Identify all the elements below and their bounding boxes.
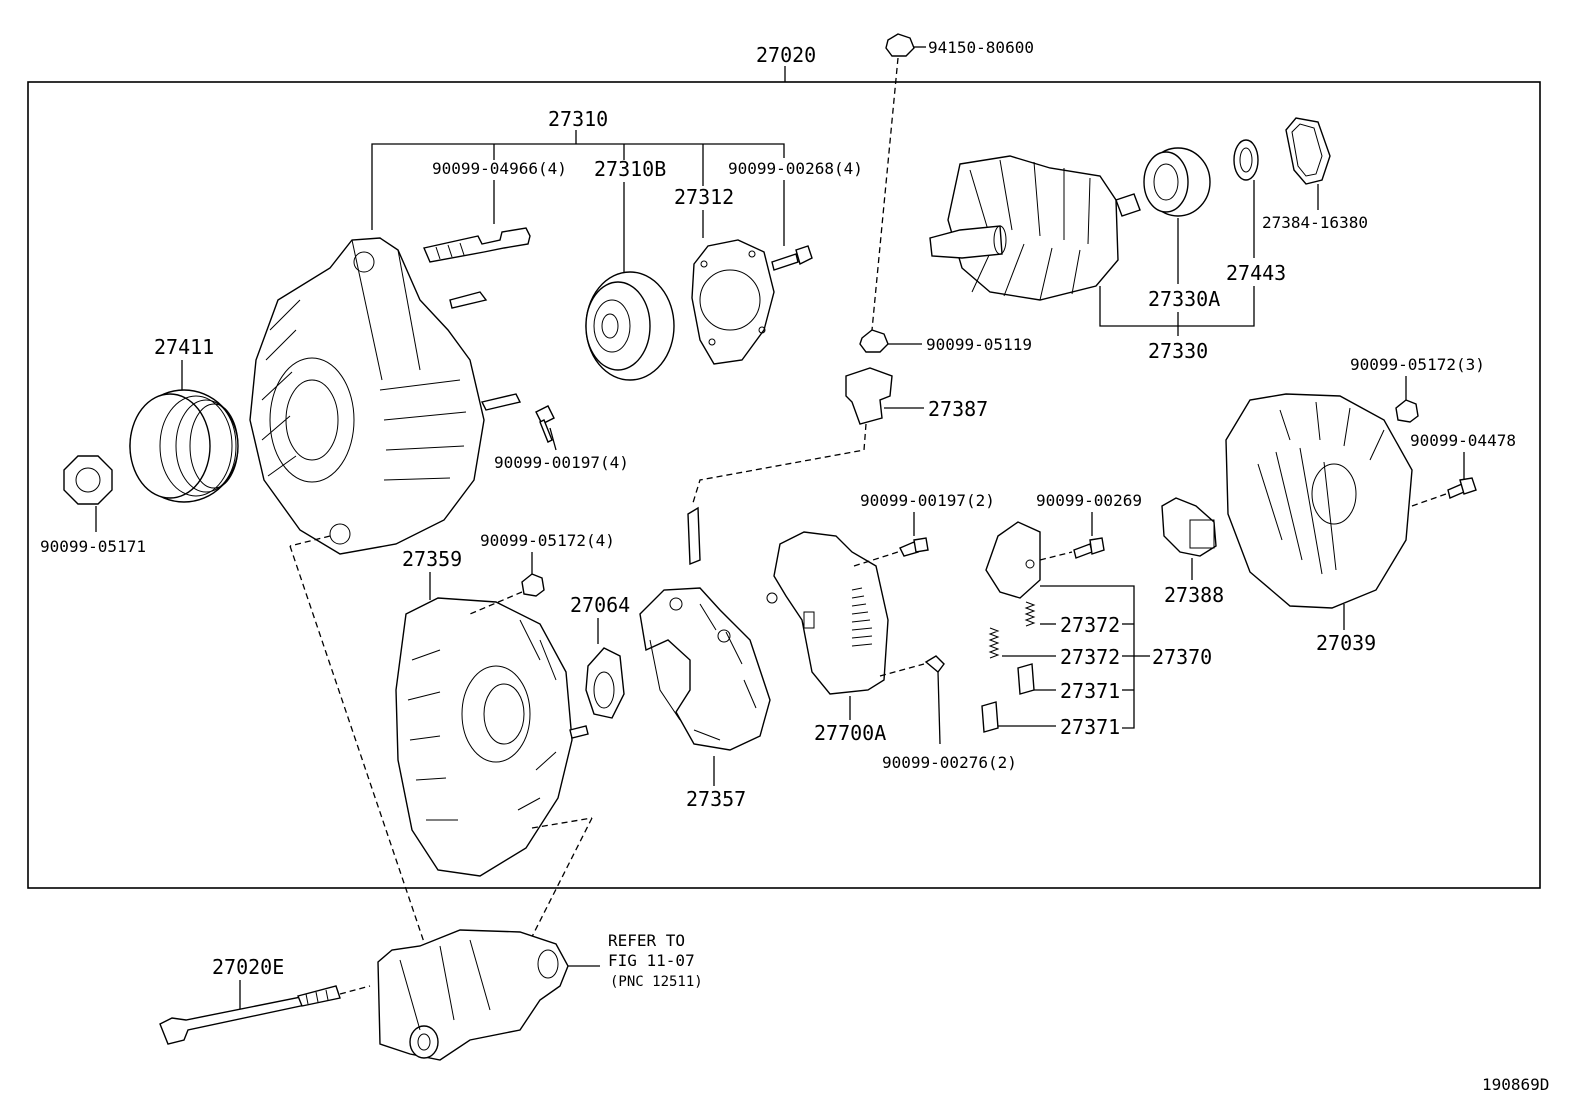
terminal-insulator-27388: 27388: [1161, 497, 1224, 607]
label-27330A: 27330A: [1148, 287, 1220, 311]
label-27310: 27310: [548, 107, 608, 131]
label-27388: 27388: [1164, 583, 1224, 607]
label-27330: 27330: [1148, 339, 1208, 363]
rectifier-holder-27357: 27357: [639, 506, 771, 811]
label-27384-16380: 27384-16380: [1262, 213, 1368, 232]
rectifier-end-cover-27039: 27039: [1225, 393, 1413, 655]
nut-90099-05119: 90099-05119: [859, 329, 1032, 354]
pulley-27411: 27411: [129, 335, 239, 503]
screw-90099-04478: 90099-04478: [1410, 431, 1516, 499]
refer-note: REFER TO FIG 11-07 (PNC 12511): [608, 931, 703, 990]
refer-note-line2: FIG 11-07: [608, 951, 695, 970]
label-90099-05171: 90099-05171: [40, 537, 146, 556]
label-90099-00276: 90099-00276(2): [882, 753, 1017, 772]
label-27387: 27387: [928, 397, 988, 421]
rotor-27330: [929, 155, 1141, 301]
nut-90099-05172-3: 90099-05172(3): [1350, 355, 1485, 423]
label-27700A: 27700A: [814, 721, 886, 745]
label-27371-b: 27371: [1060, 715, 1120, 739]
figure-id: 190869D: [1482, 1075, 1549, 1094]
bearing-pulley-27310B: [585, 271, 675, 381]
retainer-plate-27312: [691, 239, 775, 365]
mounting-bracket: [377, 929, 600, 1061]
label-27372-a: 27372: [1060, 613, 1120, 637]
nut-94150-80600: 94150-80600: [885, 33, 1034, 57]
through-bolt-27020E: 27020E: [159, 955, 341, 1045]
label-90099-00197-2: 90099-00197(2): [860, 491, 995, 510]
drive-end-frame-housing: [249, 237, 522, 555]
label-27372-b: 27372: [1060, 645, 1120, 669]
screw-90099-00268: [771, 245, 813, 271]
label-27371-a: 27371: [1060, 679, 1120, 703]
insulator-plate-27064: 27064: [570, 593, 630, 719]
label-94150-80600: 94150-80600: [928, 38, 1034, 57]
end-frame-27359: 27359: [395, 547, 589, 877]
terminal-insulator-27387: 27387: [845, 367, 988, 425]
label-27312: 27312: [674, 185, 734, 209]
label-90099-05172-3: 90099-05172(3): [1350, 355, 1485, 374]
screw-90099-00197-4: 90099-00197(4): [494, 405, 629, 472]
label-27020: 27020: [756, 43, 816, 67]
label-90099-00268: 90099-00268(4): [728, 159, 863, 178]
label-27357: 27357: [686, 787, 746, 811]
label-27411: 27411: [154, 335, 214, 359]
label-90099-04966: 90099-04966(4): [432, 159, 567, 178]
stud-bolt-90099-04966: [423, 227, 531, 263]
nut-90099-05171: 90099-05171: [40, 455, 146, 556]
label-27359: 27359: [402, 547, 462, 571]
brush-holder-27370: 90099-00269 27370 27372 27372 27371 2737…: [981, 491, 1212, 739]
voltage-regulator-27700A: 27700A: [766, 531, 889, 745]
label-27443: 27443: [1226, 261, 1286, 285]
bearing-27330A: [1143, 147, 1211, 217]
cover-27443: [1233, 139, 1259, 181]
label-90099-05172-4: 90099-05172(4): [480, 531, 615, 550]
label-90099-04478: 90099-04478: [1410, 431, 1516, 450]
label-90099-00269: 90099-00269: [1036, 491, 1142, 510]
refer-note-line3: (PNC 12511): [610, 974, 703, 990]
nut-90099-05172-4: [521, 573, 545, 597]
label-90099-05119: 90099-05119: [926, 335, 1032, 354]
assembly-frame: [27, 81, 1541, 889]
label-27370: 27370: [1152, 645, 1212, 669]
label-27310B: 27310B: [594, 157, 666, 181]
label-27039: 27039: [1316, 631, 1376, 655]
label-27064: 27064: [570, 593, 630, 617]
label-90099-00197-4: 90099-00197(4): [494, 453, 629, 472]
label-27020E: 27020E: [212, 955, 284, 979]
insulator-27384-16380: 27384-16380: [1262, 117, 1368, 232]
refer-note-line1: REFER TO: [608, 931, 685, 950]
